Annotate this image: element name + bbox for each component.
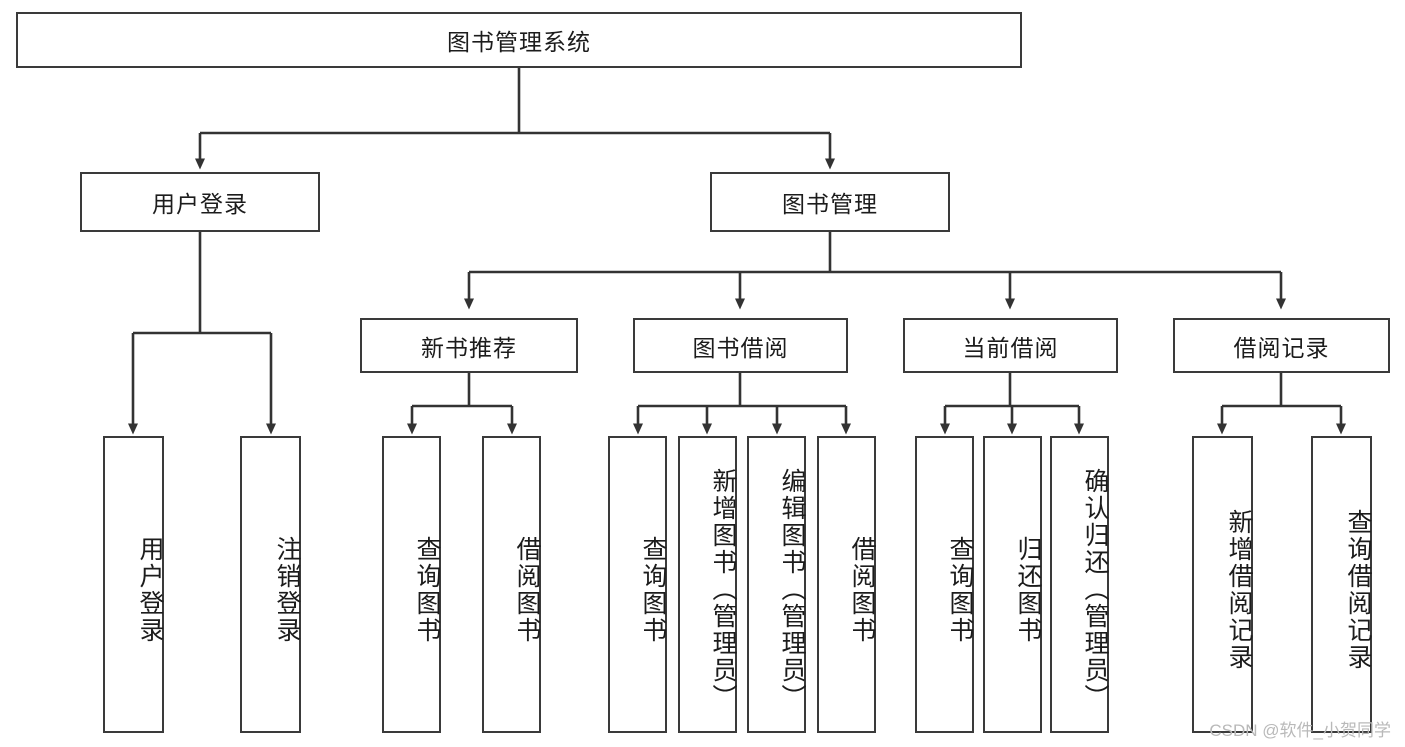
- leaf-user-login-logout[interactable]: 注销登录: [240, 436, 301, 733]
- leaf-record-add[interactable]: 新增借阅记录: [1192, 436, 1253, 733]
- leaf-borrow-borrow-book[interactable]: 借阅图书: [817, 436, 876, 733]
- node-label: 确认归还（管理员）: [1081, 468, 1109, 711]
- node-label: 新增借阅记录: [1225, 508, 1253, 671]
- leaf-current-query-book[interactable]: 查询图书: [915, 436, 974, 733]
- watermark-text: CSDN @软件_小贺同学: [1209, 721, 1391, 740]
- node-label: 借阅记录: [1233, 334, 1330, 361]
- node-label: 用户登录: [136, 535, 164, 644]
- node-label: 查询借阅记录: [1344, 508, 1372, 671]
- node-new-book-recommend[interactable]: 新书推荐: [360, 318, 578, 373]
- node-label: 编辑图书（管理员）: [778, 468, 806, 711]
- node-label: 归还图书: [1014, 535, 1042, 644]
- node-label: 查询图书: [639, 535, 667, 644]
- node-label: 图书管理: [782, 191, 878, 217]
- leaf-borrow-query-book[interactable]: 查询图书: [608, 436, 667, 733]
- node-label: 当前借阅: [962, 334, 1059, 361]
- node-label: 用户登录: [152, 191, 248, 217]
- node-label: 注销登录: [273, 535, 301, 644]
- node-borrow-record[interactable]: 借阅记录: [1173, 318, 1390, 373]
- leaf-current-confirm-return[interactable]: 确认归还（管理员）: [1050, 436, 1109, 733]
- leaf-new-book-query[interactable]: 查询图书: [382, 436, 441, 733]
- node-label: 新增图书（管理员）: [709, 468, 737, 711]
- node-book-borrow[interactable]: 图书借阅: [633, 318, 848, 373]
- node-label: 图书管理系统: [447, 29, 591, 55]
- leaf-record-query[interactable]: 查询借阅记录: [1311, 436, 1372, 733]
- leaf-borrow-add-book[interactable]: 新增图书（管理员）: [678, 436, 737, 733]
- node-book-management[interactable]: 图书管理: [710, 172, 950, 232]
- node-label: 查询图书: [946, 535, 974, 644]
- leaf-user-login-login[interactable]: 用户登录: [103, 436, 164, 733]
- node-label: 查询图书: [413, 535, 441, 644]
- node-label: 新书推荐: [421, 334, 517, 361]
- node-user-login[interactable]: 用户登录: [80, 172, 320, 232]
- node-root-system[interactable]: 图书管理系统: [16, 12, 1022, 68]
- node-label: 借阅图书: [848, 535, 876, 644]
- node-current-borrow[interactable]: 当前借阅: [903, 318, 1118, 373]
- leaf-current-return-book[interactable]: 归还图书: [983, 436, 1042, 733]
- node-label: 图书借阅: [692, 334, 789, 361]
- leaf-new-book-borrow[interactable]: 借阅图书: [482, 436, 541, 733]
- node-label: 借阅图书: [513, 535, 541, 644]
- leaf-borrow-edit-book[interactable]: 编辑图书（管理员）: [747, 436, 806, 733]
